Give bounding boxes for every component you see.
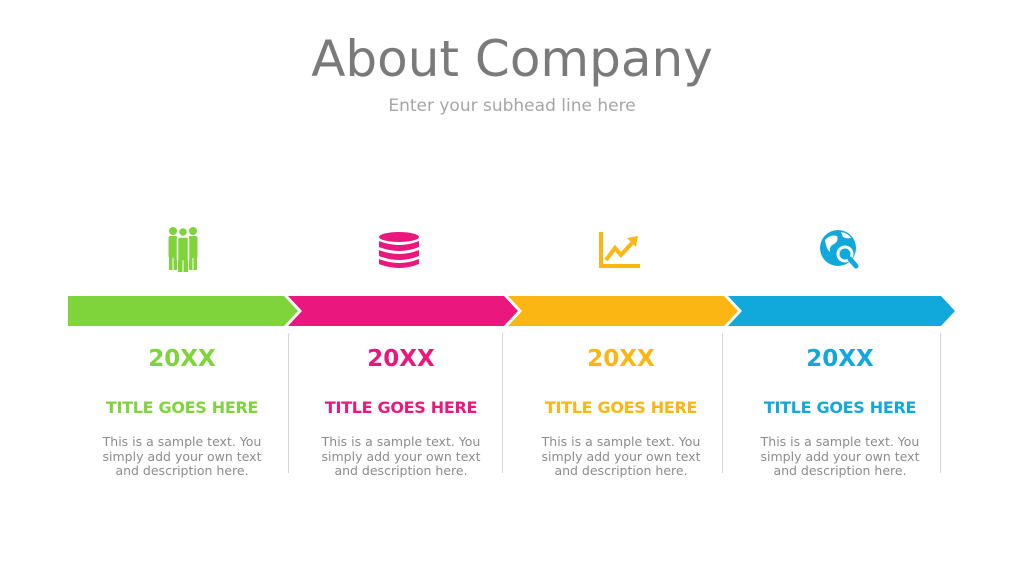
step-3-description: This is a sample text. You simply add yo… bbox=[541, 434, 701, 478]
step-1-year: 20XX bbox=[148, 346, 216, 372]
page-title: About Company bbox=[311, 30, 713, 88]
step-1-title: TITLE GOES HERE bbox=[105, 398, 259, 417]
step-4-year: 20XX bbox=[806, 346, 874, 372]
step-2-description: This is a sample text. You simply add yo… bbox=[321, 434, 481, 478]
timeline-arrow-bar bbox=[68, 296, 955, 326]
people-icon bbox=[158, 224, 208, 274]
step-1-description: This is a sample text. You simply add yo… bbox=[102, 434, 262, 478]
column-divider bbox=[940, 333, 941, 473]
globe-search-icon bbox=[815, 224, 865, 274]
step-4-description: This is a sample text. You simply add yo… bbox=[760, 434, 920, 478]
growth-chart-icon bbox=[594, 224, 644, 274]
step-2-title: TITLE GOES HERE bbox=[324, 398, 478, 417]
database-icon bbox=[374, 224, 424, 274]
column-divider bbox=[502, 333, 503, 473]
column-divider bbox=[722, 333, 723, 473]
column-divider bbox=[288, 333, 289, 473]
arrow-segment-2 bbox=[288, 296, 518, 326]
step-4-title: TITLE GOES HERE bbox=[763, 398, 917, 417]
step-3-year: 20XX bbox=[587, 346, 655, 372]
step-3-title: TITLE GOES HERE bbox=[544, 398, 698, 417]
page-subhead: Enter your subhead line here bbox=[388, 96, 636, 116]
arrow-segment-3 bbox=[508, 296, 738, 326]
arrow-segment-4 bbox=[728, 296, 955, 326]
arrow-segment-1 bbox=[68, 296, 298, 326]
step-2-year: 20XX bbox=[367, 346, 435, 372]
